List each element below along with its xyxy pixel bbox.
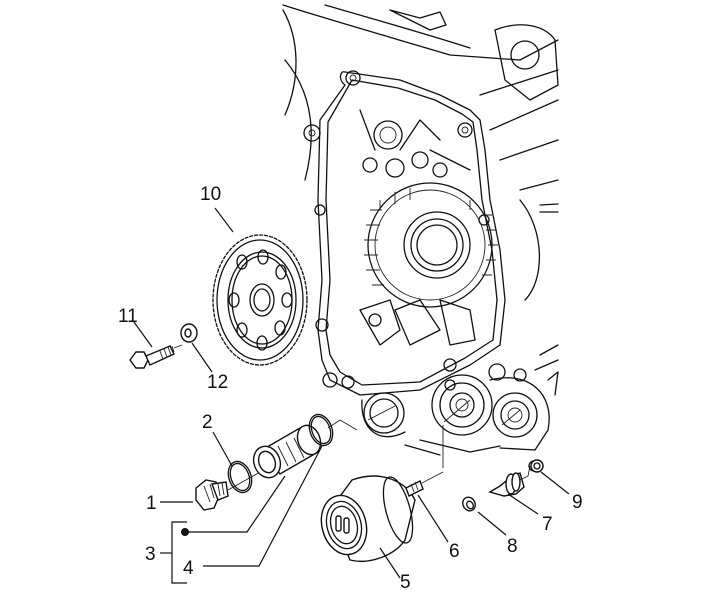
callout-6: 6 bbox=[449, 541, 460, 562]
part-5-oil-filter bbox=[320, 475, 416, 562]
leader-12 bbox=[191, 342, 213, 373]
oil-strainer bbox=[252, 424, 322, 479]
leader-9 bbox=[540, 471, 570, 495]
leader-5 bbox=[379, 547, 401, 579]
callout-1: 1 bbox=[146, 493, 157, 514]
callout-12: 12 bbox=[207, 372, 228, 393]
callout-11: 11 bbox=[118, 306, 138, 327]
part-1-drain-plug bbox=[195, 479, 229, 511]
part-8-hose-clamp bbox=[462, 496, 476, 512]
leader-4 bbox=[203, 445, 323, 567]
callout-7: 7 bbox=[542, 514, 553, 535]
callout-2: 2 bbox=[202, 412, 213, 433]
callout-10: 10 bbox=[200, 184, 221, 205]
leader-lines bbox=[133, 207, 570, 584]
leader-6 bbox=[417, 494, 449, 543]
leader-11 bbox=[133, 321, 153, 348]
group-dot bbox=[181, 528, 189, 536]
callout-9: 9 bbox=[572, 492, 583, 513]
callout-5: 5 bbox=[400, 572, 411, 593]
part-11-bolt bbox=[129, 344, 183, 369]
callout-4: 4 bbox=[183, 558, 194, 579]
part-9-sealing-washer bbox=[530, 459, 544, 473]
leader-7 bbox=[507, 493, 539, 515]
part-4-o-ring bbox=[308, 413, 358, 447]
leader-8 bbox=[477, 511, 507, 536]
crankcase-ribs bbox=[364, 188, 498, 286]
leader-2 bbox=[212, 431, 233, 467]
leader-10 bbox=[214, 207, 234, 233]
part-6-stud bbox=[405, 471, 444, 497]
callout-8: 8 bbox=[507, 536, 518, 557]
part-12-washer bbox=[180, 323, 198, 343]
part-7-oil-pressure-sensor bbox=[488, 465, 531, 497]
callout-3: 3 bbox=[145, 544, 156, 565]
callout-labels: 10 11 12 2 1 3 4 5 6 7 8 9 bbox=[118, 184, 583, 593]
leader-strainer bbox=[187, 475, 286, 533]
engine-crankcase bbox=[282, 4, 559, 472]
part-10-gear bbox=[212, 234, 308, 366]
